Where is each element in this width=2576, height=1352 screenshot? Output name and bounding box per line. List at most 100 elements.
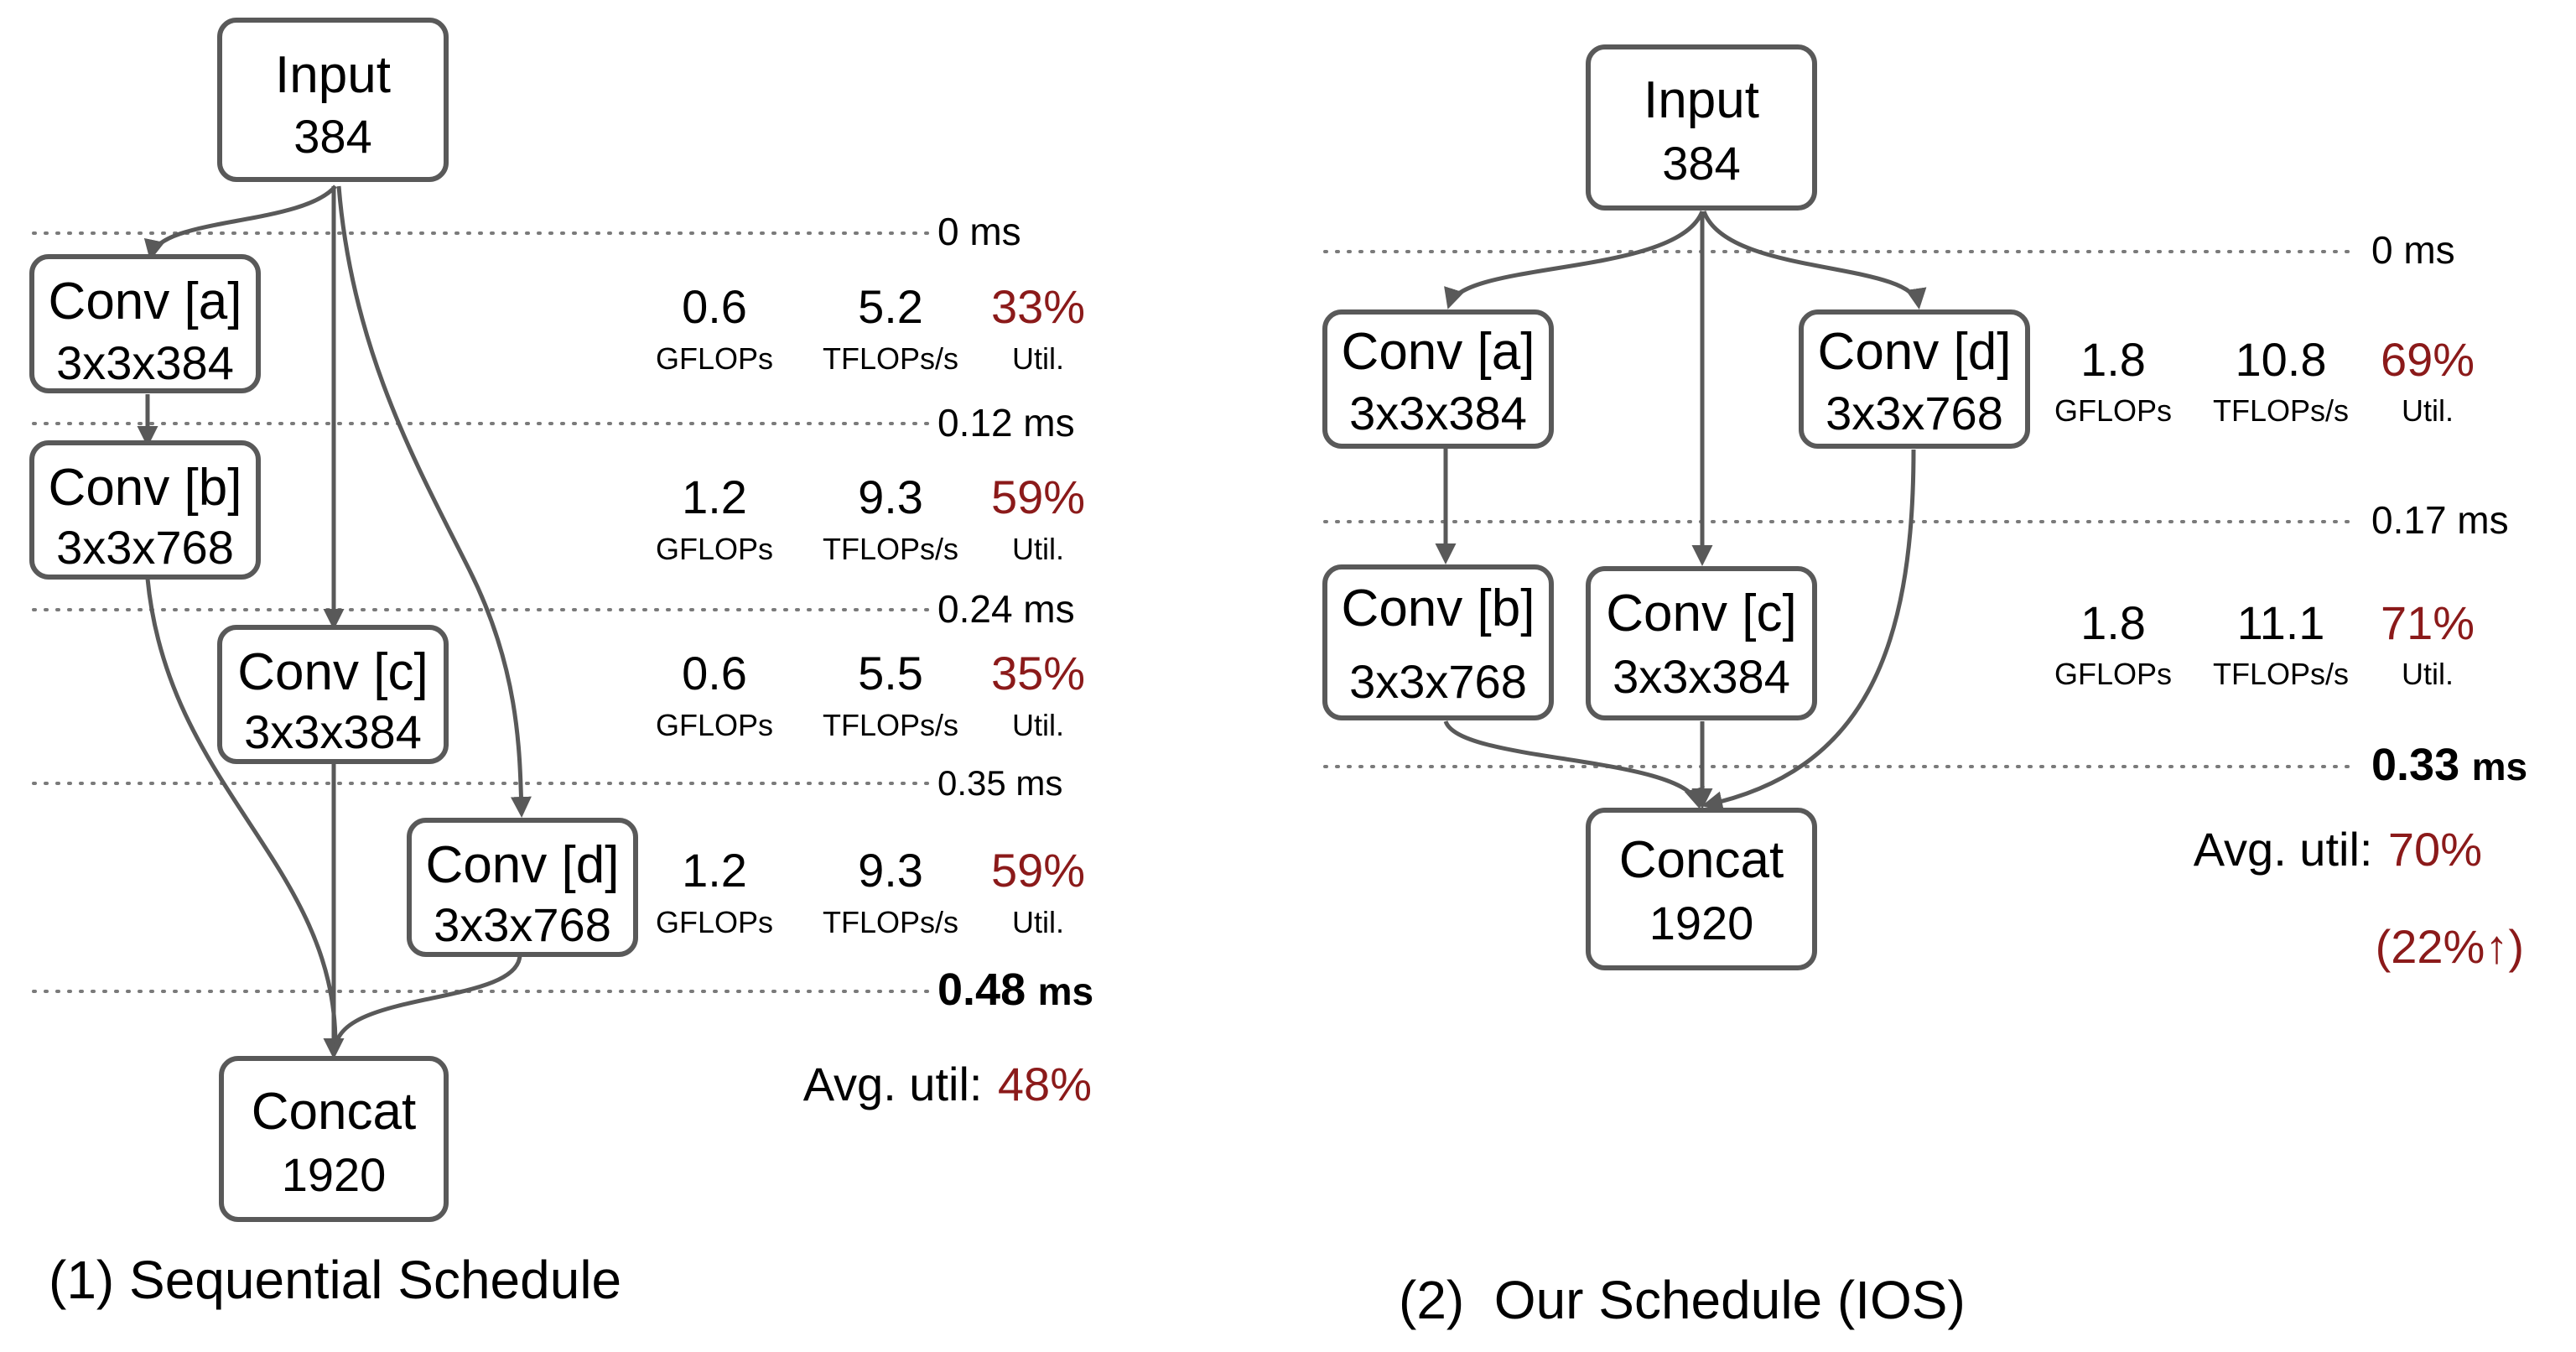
- tflops-value: 10.8: [2236, 333, 2327, 386]
- util-value: 33%: [991, 280, 1085, 333]
- util-value: 71%: [2381, 596, 2475, 649]
- tflops-unit: TFLOPs/s: [823, 341, 958, 376]
- time-label: 0 ms: [2371, 228, 2455, 272]
- final-time-label: 0.48 ms: [937, 965, 1093, 1015]
- node-name: Concat: [252, 1083, 416, 1141]
- ios-schedule-panel: 0 ms 0.17 ms 0.33 ms Input 384 Conv [a] …: [1322, 44, 2527, 1330]
- node-dim: 3x3x384: [1613, 650, 1790, 703]
- node-dim: 3x3x768: [1349, 655, 1527, 708]
- node-dim: 384: [1662, 137, 1740, 190]
- stats-stage-2: 0.6 GFLOPs 5.5 TFLOPs/s 35% Util.: [656, 647, 1085, 742]
- node-input: Input 384: [217, 18, 449, 182]
- final-time-value: 0.48: [937, 965, 1026, 1015]
- node-conv-d: Conv [d] 3x3x768: [1799, 309, 2030, 449]
- stats-stage-3: 1.2 GFLOPs 9.3 TFLOPs/s 59% Util.: [656, 844, 1085, 939]
- node-name: Conv [c]: [1606, 585, 1796, 642]
- average-utilization: Avg. util: 70%: [2194, 823, 2482, 876]
- node-name: Conv [a]: [49, 273, 242, 330]
- node-name: Input: [275, 46, 391, 104]
- time-label: 0.12 ms: [937, 401, 1075, 445]
- gflops-value: 1.8: [2080, 333, 2146, 386]
- node-name: Conv [b]: [1342, 580, 1535, 637]
- tflops-value: 11.1: [2237, 596, 2325, 649]
- node-name: Conv [b]: [49, 459, 242, 517]
- avg-util-value: 70%: [2388, 823, 2482, 876]
- util-value: 59%: [991, 471, 1085, 523]
- util-unit: Util.: [1012, 341, 1064, 376]
- node-dim: 1920: [282, 1148, 387, 1201]
- node-name: Input: [1644, 71, 1759, 129]
- tflops-unit: TFLOPs/s: [2213, 393, 2349, 428]
- node-conv-d: Conv [d] 3x3x768: [407, 818, 638, 957]
- tflops-unit: TFLOPs/s: [823, 708, 958, 742]
- edge-d-concat: [1701, 449, 1916, 813]
- tflops-value: 5.2: [858, 280, 923, 333]
- util-unit: Util.: [2402, 657, 2454, 691]
- gflops-value: 1.8: [2080, 596, 2146, 649]
- stats-stage-0: 1.8 GFLOPs 10.8 TFLOPs/s 69% Util.: [2054, 333, 2475, 428]
- avg-util-label: Avg. util:: [2194, 823, 2373, 876]
- node-dim: 3x3x384: [56, 336, 234, 389]
- util-unit: Util.: [2402, 393, 2454, 428]
- node-dim: 3x3x768: [1826, 387, 2003, 439]
- edge-input-d: [1701, 211, 1927, 309]
- tflops-unit: TFLOPs/s: [823, 532, 958, 566]
- node-dim: 1920: [1649, 897, 1754, 949]
- sequential-schedule-panel: 0 ms 0.12 ms 0.24 ms 0.35 ms 0.48 ms Inp…: [29, 18, 1093, 1310]
- gflops-value: 0.6: [682, 280, 747, 333]
- util-value: 69%: [2381, 333, 2475, 386]
- final-time-label: 0.33 ms: [2371, 740, 2527, 790]
- tflops-value: 9.3: [858, 844, 923, 897]
- edge-input-d: [336, 185, 532, 818]
- time-label: 0.17 ms: [2371, 498, 2509, 542]
- util-value: 59%: [991, 844, 1085, 897]
- tflops-value: 5.5: [858, 647, 923, 699]
- node-concat: Concat 1920: [219, 1056, 449, 1222]
- node-dim: 3x3x768: [434, 898, 611, 951]
- node-dim: 3x3x768: [56, 521, 234, 574]
- stats-stage-0: 0.6 GFLOPs 5.2 TFLOPs/s 33% Util.: [656, 280, 1085, 376]
- edge-input-a: [1444, 211, 1705, 309]
- time-label: 0 ms: [937, 210, 1021, 253]
- node-conv-a: Conv [a] 3x3x384: [1322, 309, 1554, 449]
- gflops-unit: GFLOPs: [2054, 393, 2172, 428]
- tflops-unit: TFLOPs/s: [823, 905, 958, 939]
- tflops-unit: TFLOPs/s: [2213, 657, 2349, 691]
- node-name: Conv [d]: [426, 836, 620, 894]
- node-dim: 384: [293, 110, 371, 163]
- node-conv-a: Conv [a] 3x3x384: [29, 254, 261, 393]
- edge-b-concat: [145, 578, 338, 1045]
- node-input: Input 384: [1586, 44, 1817, 211]
- node-conv-c: Conv [c] 3x3x384: [1586, 566, 1817, 720]
- gflops-unit: GFLOPs: [2054, 657, 2172, 691]
- node-name: Conv [d]: [1818, 323, 2012, 381]
- stats-stage-1: 1.2 GFLOPs 9.3 TFLOPs/s 59% Util.: [656, 471, 1085, 566]
- gflops-unit: GFLOPs: [656, 341, 773, 376]
- gflops-value: 1.2: [682, 471, 747, 523]
- edge-b-concat: [1443, 720, 1705, 809]
- stats-stage-1: 1.8 GFLOPs 11.1 TFLOPs/s 71% Util.: [2054, 596, 2475, 691]
- node-dim: 3x3x384: [244, 705, 422, 758]
- node-name: Concat: [1619, 831, 1784, 889]
- util-unit: Util.: [1012, 905, 1064, 939]
- gflops-unit: GFLOPs: [656, 532, 773, 566]
- node-concat: Concat 1920: [1586, 808, 1817, 970]
- util-unit: Util.: [1012, 532, 1064, 566]
- time-label: 0.35 ms: [937, 763, 1062, 803]
- time-label: 0.24 ms: [937, 587, 1075, 631]
- util-unit: Util.: [1012, 708, 1064, 742]
- edge-input-a: [143, 185, 337, 261]
- panel-caption: (1) Sequential Schedule: [49, 1250, 621, 1310]
- node-dim: 3x3x384: [1349, 387, 1527, 439]
- gflops-unit: GFLOPs: [656, 905, 773, 939]
- node-conv-b: Conv [b] 3x3x768: [1322, 564, 1554, 720]
- edge-d-concat: [333, 954, 522, 1051]
- avg-util-label: Avg. util:: [803, 1058, 983, 1110]
- final-time-unit: ms: [1038, 970, 1093, 1013]
- node-name: Conv [c]: [237, 643, 428, 701]
- improvement-label: (22%↑): [2376, 920, 2524, 973]
- gflops-unit: GFLOPs: [656, 708, 773, 742]
- gflops-value: 1.2: [682, 844, 747, 897]
- final-time-unit: ms: [2472, 745, 2527, 788]
